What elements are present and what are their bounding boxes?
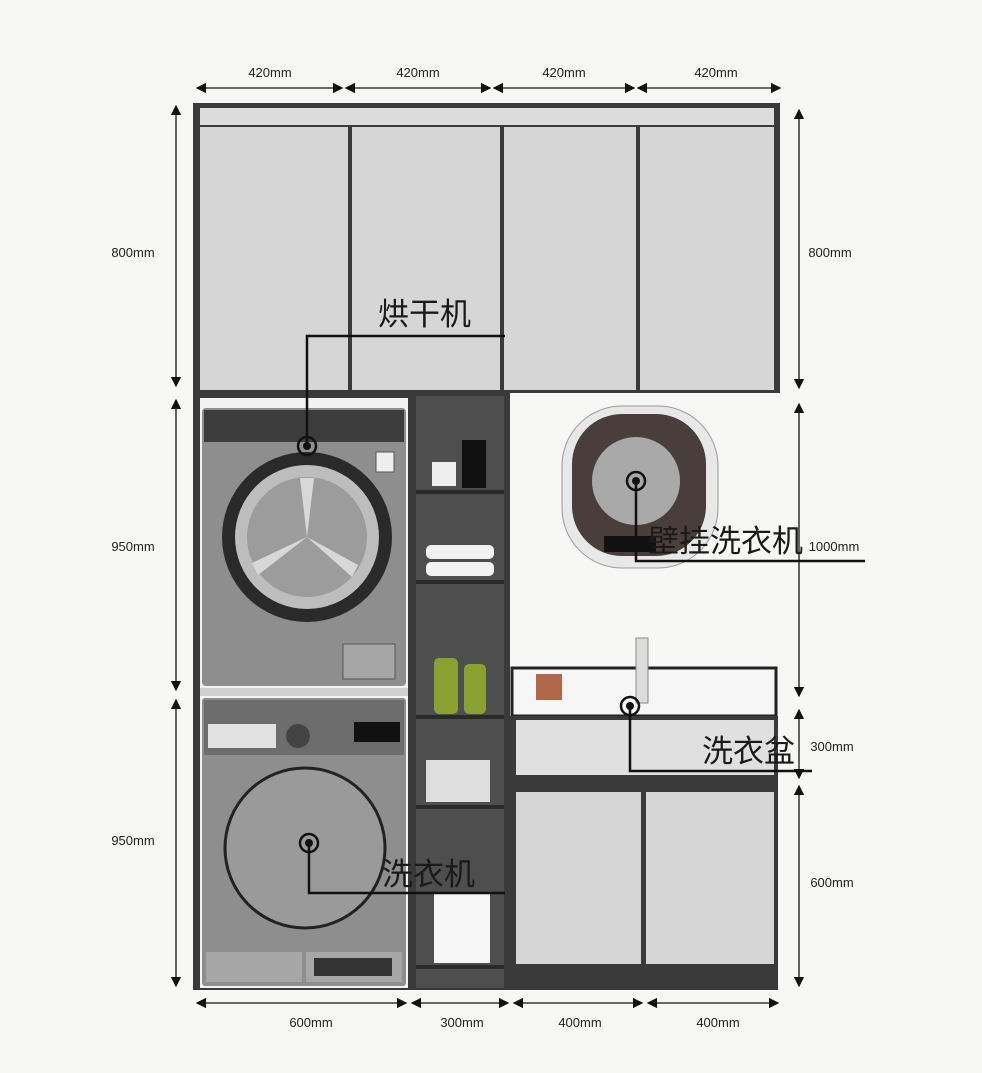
laundry-sink-cabinet (510, 637, 778, 990)
upper-door-3 (504, 127, 636, 390)
upper-door-1 (200, 127, 348, 390)
wall-mounted-washer (561, 405, 719, 569)
dim-left-1: 800mm (111, 245, 154, 260)
dimension-lines (170, 82, 805, 1009)
washer-appliance (202, 698, 406, 986)
dim-top-4: 420mm (694, 65, 737, 80)
dim-right-4: 600mm (810, 875, 853, 890)
callout-laundry-sink: 洗衣盆 (702, 734, 795, 770)
dim-bottom-2: 300mm (440, 1015, 483, 1030)
callout-wall-washer: 壁挂洗衣机 (648, 524, 803, 560)
dim-right-1: 800mm (808, 245, 851, 260)
callout-leaders (296, 334, 865, 895)
upper-door-2 (352, 127, 500, 390)
callout-dryer: 烘干机 (378, 297, 471, 333)
dim-right-3: 300mm (810, 739, 853, 754)
dim-top-1: 420mm (248, 65, 291, 80)
dim-right-2: 1000mm (809, 539, 860, 554)
dim-left-3: 950mm (111, 833, 154, 848)
callout-washer: 洗衣机 (382, 857, 475, 893)
middle-shelving-unit (410, 393, 510, 990)
upper-door-4 (640, 127, 774, 390)
dryer-appliance (202, 408, 406, 686)
dim-bottom-1: 600mm (289, 1015, 332, 1030)
dim-left-2: 950mm (111, 539, 154, 554)
dim-top-2: 420mm (396, 65, 439, 80)
dim-bottom-4: 400mm (696, 1015, 739, 1030)
dim-bottom-3: 400mm (558, 1015, 601, 1030)
dim-top-3: 420mm (542, 65, 585, 80)
upper-cabinets (193, 103, 780, 393)
